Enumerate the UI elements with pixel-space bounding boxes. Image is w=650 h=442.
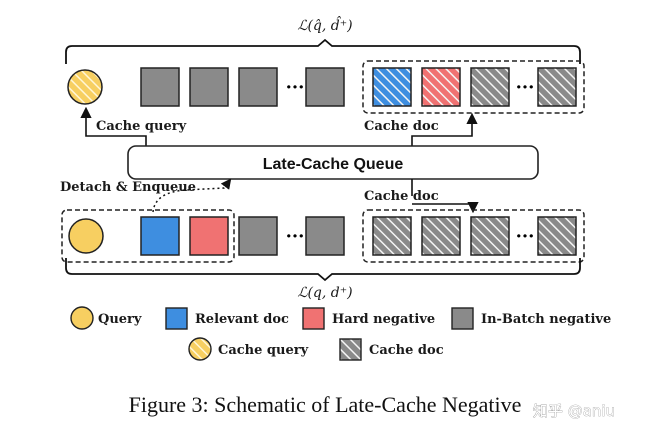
- ellipsis-top-1: ···: [286, 77, 305, 98]
- cache-query-arrow: [80, 106, 147, 146]
- query-circle-bottom: [68, 218, 104, 254]
- figure-caption: Figure 3: Schematic of Late-Cache Negati…: [129, 392, 522, 417]
- legend-in-batch-swatch: [451, 307, 474, 330]
- cache-query-circle-top: [67, 69, 103, 105]
- in-batch-box-bottom-2: [305, 216, 345, 256]
- cache-relevant-box-top: [372, 67, 412, 107]
- in-batch-box-top-4: [305, 67, 345, 107]
- legend-relevant-swatch: [165, 307, 188, 330]
- cache-hard-negative-box-top: [421, 67, 461, 107]
- watermark: 知乎 @aniu: [533, 402, 615, 420]
- top-loss-label: ℒ(q̂, d̂⁺): [297, 15, 352, 34]
- legend-relevant-label: Relevant doc: [195, 312, 289, 327]
- in-batch-box-top-1: [140, 67, 180, 107]
- late-cache-queue: [127, 145, 539, 180]
- cache-doc-top-label: Cache doc: [364, 119, 439, 134]
- top-brace: [65, 38, 581, 64]
- cache-doc-group-top: [362, 60, 585, 114]
- hard-negative-box-bottom: [189, 216, 229, 256]
- cache-query-arrow-label: Cache query: [96, 119, 187, 134]
- cache-in-batch-box-top-1: [470, 67, 510, 107]
- legend-in-batch-label: In-Batch negative: [481, 312, 611, 327]
- legend-cache-query-label: Cache query: [218, 343, 309, 358]
- relevant-box-bottom: [140, 216, 180, 256]
- enqueue-group-bottom: [61, 209, 235, 263]
- ellipsis-top-2: ···: [516, 77, 535, 98]
- cache-box-bottom-2: [421, 216, 461, 256]
- detach-enqueue-label: Detach & Enqueue: [60, 180, 196, 195]
- ellipsis-bottom-2: ···: [516, 226, 535, 247]
- cache-in-batch-box-top-2: [537, 67, 577, 107]
- cache-doc-down-arrow: [411, 179, 473, 211]
- legend-hard-negative-swatch: [302, 307, 325, 330]
- cache-doc-up-arrow: [411, 112, 478, 146]
- legend-cache-doc-label: Cache doc: [369, 343, 444, 358]
- cache-box-bottom-1: [372, 216, 412, 256]
- legend-query-swatch: [70, 306, 94, 330]
- legend-hard-negative-label: Hard negative: [332, 312, 435, 327]
- ellipsis-bottom-1: ···: [286, 226, 305, 247]
- legend: Query Relevant doc Hard negative In-Batc…: [70, 306, 611, 361]
- legend-cache-doc-swatch: [339, 338, 362, 361]
- legend-query-label: Query: [98, 312, 142, 327]
- cache-doc-group-bottom: [362, 209, 585, 263]
- queue-label: Late-Cache Queue: [263, 156, 404, 173]
- legend-cache-query-swatch: [188, 337, 212, 361]
- bottom-brace: [65, 258, 581, 282]
- bottom-loss-label: ℒ(q, d⁺): [297, 285, 352, 301]
- in-batch-box-top-2: [189, 67, 229, 107]
- in-batch-box-top-3: [238, 67, 278, 107]
- cache-box-bottom-3: [470, 216, 510, 256]
- cache-box-bottom-4: [537, 216, 577, 256]
- in-batch-box-bottom-1: [238, 216, 278, 256]
- cache-doc-mid-label: Cache doc: [364, 189, 439, 204]
